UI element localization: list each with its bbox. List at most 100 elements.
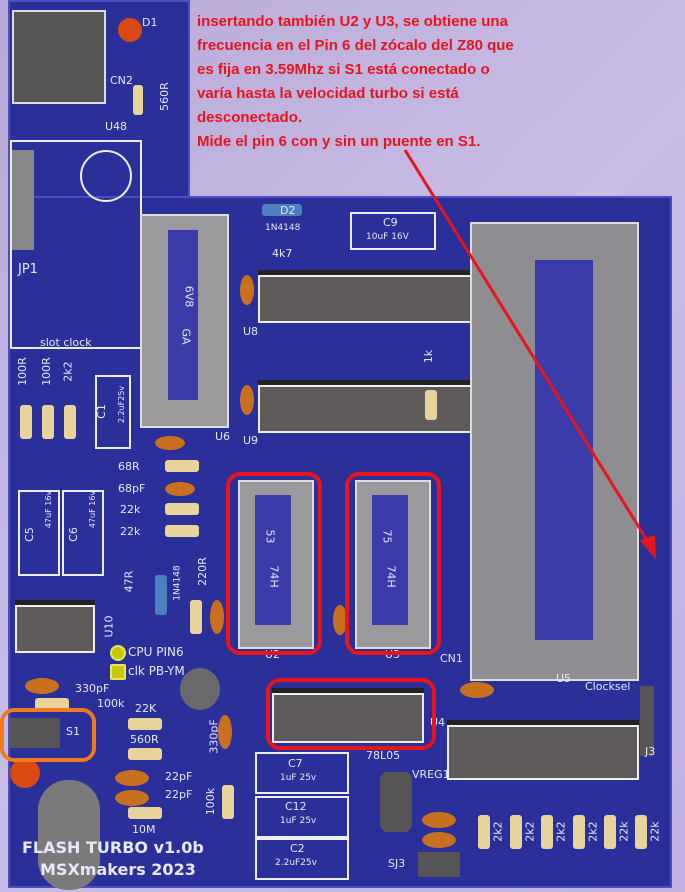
label-slot-clock: slot clock (40, 336, 92, 349)
annotation-line: insertando también U2 y U3, se obtiene u… (197, 13, 508, 30)
board-maker: MSXmakers 2023 (40, 860, 196, 879)
resistor-100k-b (222, 785, 234, 819)
jumper-s1[interactable] (10, 718, 60, 748)
resistor-rb-1 (510, 815, 522, 849)
label-cpu-pin6: CPU PIN6 (128, 645, 184, 659)
header-j3 (640, 686, 654, 756)
label-22pf-a: 22pF (165, 770, 193, 783)
label-560r-b: 560R (130, 733, 159, 746)
board-title: FLASH TURBO v1.0b (22, 838, 204, 857)
label-u9: U9 (243, 434, 259, 447)
highlight-u4 (266, 678, 436, 750)
cap-22pf-a (115, 770, 149, 786)
cap-vreg-b (422, 832, 456, 848)
label-22k: 22K (135, 702, 157, 715)
label-78l05: 78L05 (366, 749, 401, 762)
chip-u10 (15, 600, 95, 653)
diode-d2 (262, 204, 302, 216)
cap-c12 (255, 796, 349, 838)
annotation-line: desconectado. (197, 109, 303, 126)
resistor-1k (425, 390, 437, 420)
label-c12-value: 1uF 25v (280, 816, 317, 826)
led-d1 (118, 18, 142, 42)
label-s1: S1 (66, 725, 80, 738)
jumper-sj3[interactable] (418, 852, 460, 877)
cap-bottom-ic (460, 682, 494, 698)
chip-u9 (258, 380, 473, 433)
gal-chip (168, 230, 198, 400)
cap-c1 (95, 375, 131, 449)
label-u48: U48 (105, 120, 128, 133)
resistor-10m (128, 807, 162, 819)
resistor-220r (190, 600, 202, 634)
led-d (10, 758, 40, 788)
resistor-68r (165, 460, 199, 472)
resistor-rb-4 (604, 815, 616, 849)
highlight-u3 (345, 472, 441, 655)
cap-u3 (333, 605, 347, 635)
label-c9-value: 10uF 16V (366, 232, 409, 242)
label-c2-value: 2.2uF25v (275, 858, 317, 868)
diode-d3 (155, 575, 167, 615)
resistor-rb-0 (478, 815, 490, 849)
label-c12: C12 (285, 800, 307, 813)
label-d1: D1 (142, 16, 158, 29)
resistor-560r (133, 85, 143, 115)
cap-22pf-b (115, 790, 149, 806)
cap-68pf (165, 482, 195, 496)
chip-bottom-right (447, 720, 639, 780)
cap-small-1 (155, 436, 185, 450)
label-sj3: SJ3 (388, 857, 406, 870)
label-22k-b: 22k (120, 525, 141, 538)
crystal (38, 780, 100, 890)
label-c7: C7 (288, 757, 303, 770)
regulator-vreg1 (380, 772, 412, 832)
resistor-22k-b (165, 525, 199, 537)
label-jp1: JP1 (18, 262, 38, 277)
cap-u9 (240, 385, 254, 415)
label-c7-value: 1uF 25v (280, 773, 317, 783)
resistor-rb-5 (635, 815, 647, 849)
annotation-line: Mide el pin 6 con y sin un puente en S1. (197, 133, 481, 150)
label-c9: C9 (383, 216, 398, 229)
label-u6: U6 (215, 430, 231, 443)
resistor-rb-3 (573, 815, 585, 849)
z80-inner (535, 260, 593, 640)
label-330pf: 330pF (75, 682, 110, 695)
resistor-22k-a (165, 503, 199, 515)
cap-c5 (18, 490, 60, 576)
resistor-22k (128, 718, 162, 730)
label-j3: J3 (645, 745, 656, 758)
cap-c9 (350, 212, 436, 250)
resistor-100r-a (20, 405, 32, 439)
socket-top (12, 10, 106, 104)
cap-c7 (255, 752, 349, 794)
label-100k: 100k (97, 697, 125, 710)
label-vreg1: VREG1 (412, 768, 450, 781)
annotation-line: frecuencia en el Pin 6 del zócalo del Z8… (197, 37, 514, 54)
label-u8: U8 (243, 325, 259, 338)
pad-clk[interactable] (110, 664, 126, 680)
resistor-rb-2 (541, 815, 553, 849)
cap-c6 (62, 490, 104, 576)
cap-u8 (240, 275, 254, 305)
label-d2: D2 (280, 204, 296, 217)
cap-small-2 (210, 600, 224, 634)
label-1n4148-top: 1N4148 (265, 223, 301, 233)
label-c2: C2 (290, 842, 305, 855)
chip-u8 (258, 270, 473, 323)
label-4k7: 4k7 (272, 247, 293, 260)
pad-cpu-pin6[interactable] (110, 645, 126, 661)
chip-u4 (272, 688, 424, 743)
label-22k-a: 22k (120, 503, 141, 516)
label-68r: 68R (118, 460, 140, 473)
u2-inner (255, 495, 291, 625)
cap-330pf (25, 678, 59, 694)
label-10m: 10M (132, 823, 156, 836)
annotation-text: insertando también U2 y U3, se obtiene u… (197, 10, 667, 154)
annotation-line: es fija en 3.59Mhz si S1 está conectado … (197, 61, 490, 78)
u3-inner (372, 495, 408, 625)
label-cn1: CN1 (440, 652, 463, 665)
label-68pf: 68pF (118, 482, 146, 495)
